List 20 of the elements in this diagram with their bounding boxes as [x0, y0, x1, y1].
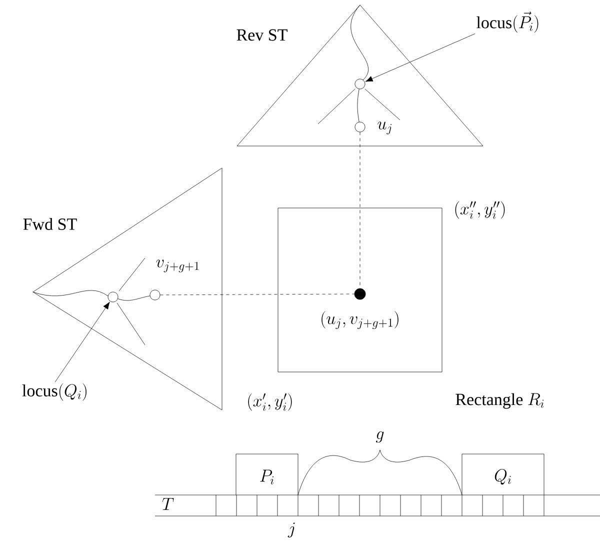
tree-path	[357, 88, 360, 122]
arrow	[365, 33, 476, 82]
callout-text: $\mathrm{locus}(\vec{P}_i)$	[476, 12, 538, 33]
node-label: $\mathrm{Rectangle}\ R_i$	[456, 393, 544, 409]
tree-node-circle	[354, 78, 366, 90]
math-label: $g$	[376, 431, 384, 443]
tree-path	[118, 296, 150, 301]
node-label: $(u_j, v_{j+g+1})$	[322, 311, 398, 330]
math-label: $(x''_i, y''_i)$	[455, 201, 505, 219]
node-label: $u_j$	[378, 122, 392, 134]
callout-text: $\mathrm{locus}(Q_i)$	[22, 383, 86, 401]
arrow	[54, 302, 110, 382]
tree-node-circle	[108, 292, 118, 302]
node-label: $v_{j+g+1}$	[156, 260, 199, 272]
math-label: $(x'_i, y'_i)$	[248, 393, 292, 411]
dashed-line	[160, 294, 354, 296]
substring-box: $Q_i$	[462, 454, 544, 496]
substring-box: $P_i$	[236, 454, 298, 496]
math-label: $T$	[162, 498, 174, 510]
math-label: $j$	[288, 522, 295, 538]
